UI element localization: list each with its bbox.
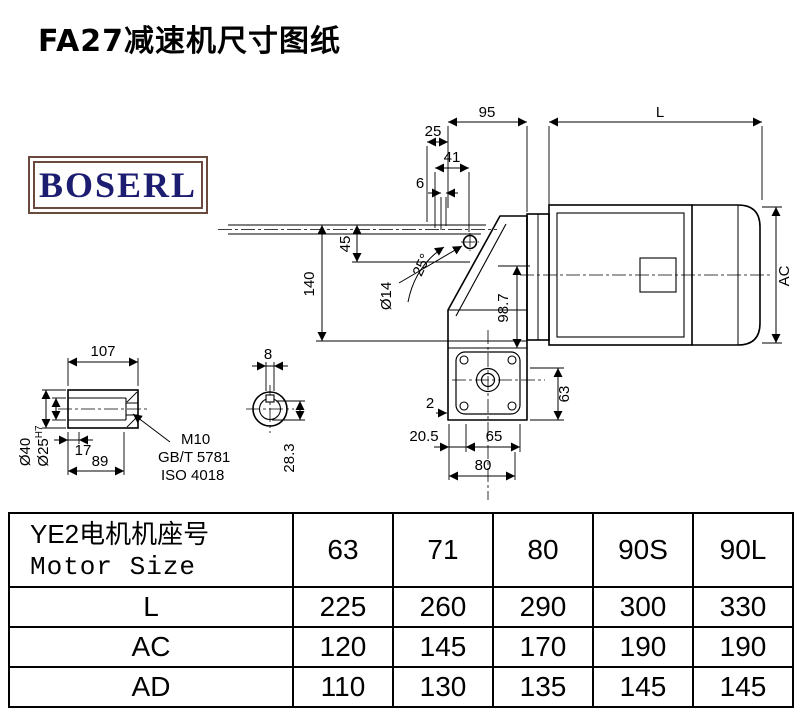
dim-98-7-label: 98.7 (495, 293, 512, 322)
table-cell: 145 (392, 626, 494, 668)
table-cell: 170 (492, 626, 594, 668)
row-label-AC: AC (8, 626, 294, 668)
dim-phi40-label: Ø40 (17, 438, 34, 466)
thread-spec-iso-label: ISO 4018 (161, 467, 224, 484)
mounting-hole (462, 234, 478, 250)
dim-89-label: 89 (92, 453, 109, 470)
dim-107-label: 107 (90, 343, 115, 360)
table-cell-frame-80: 80 (492, 512, 594, 588)
table-cell: 190 (592, 626, 694, 668)
dim-95-label: 95 (479, 104, 496, 121)
dim-6-label: 6 (416, 175, 424, 192)
motor-size-header-en: Motor Size (30, 552, 197, 582)
motor (526, 204, 761, 346)
gearbox-housing (228, 215, 528, 421)
nameplate (639, 257, 677, 293)
motor-size-header-cell: YE2电机机座号 Motor Size (8, 512, 294, 588)
dim-80-label: 80 (475, 457, 492, 474)
thread-hole (125, 402, 139, 416)
thread-spec-gbt-label: GB/T 5781 (158, 449, 230, 466)
dim-140-label: 140 (301, 271, 318, 296)
motor-size-header-cn: YE2电机机座号 (30, 519, 210, 549)
table-cell-frame-90S: 90S (592, 512, 694, 588)
output-shaft-bore (480, 372, 496, 388)
dim-phi25H7-label: Ø25H7 (34, 425, 52, 467)
table-cell: 120 (292, 626, 394, 668)
dim-8-label: 8 (264, 346, 272, 363)
table-cell: 145 (692, 666, 794, 708)
boserl-logo: BOSERL (28, 156, 208, 214)
table-header-row: YE2电机机座号 Motor Size 63 71 80 90S 90L (8, 512, 794, 588)
dim-25-label: 25 (425, 123, 442, 140)
page-title: FA27减速机尺寸图纸 (38, 24, 342, 59)
dim-20-5-label: 20.5 (409, 428, 438, 445)
table-cell: 290 (492, 586, 594, 628)
dim-45-label: 45 (337, 236, 354, 253)
dim-63-label: 63 (556, 386, 573, 403)
boserl-logo-text: BOSERL (33, 161, 203, 209)
table-cell-frame-90L: 90L (692, 512, 794, 588)
dim-28-3-label: 28.3 (281, 443, 298, 472)
table-row-AC: AC 120 145 170 190 190 (8, 626, 794, 668)
table-cell: 300 (592, 586, 694, 628)
row-label-AD: AD (8, 666, 294, 708)
dim-17-label: 17 (75, 442, 92, 459)
dim-2-label: 2 (426, 395, 434, 412)
hollow-shaft-detail (67, 389, 139, 429)
dim-angle-25deg-label: 25° (409, 251, 434, 279)
table-cell-frame-71: 71 (392, 512, 494, 588)
table-row-L: L 225 260 290 300 330 (8, 586, 794, 628)
table-cell: 190 (692, 626, 794, 668)
fan-cowl (692, 204, 761, 346)
table-row-AD: AD 110 130 135 145 145 (8, 666, 794, 708)
motor-size-table: YE2电机机座号 Motor Size 63 71 80 90S 90L L 2… (8, 512, 794, 708)
table-cell: 145 (592, 666, 694, 708)
dim-phi14-label: Ø14 (378, 282, 395, 310)
table-cell: 110 (292, 666, 394, 708)
table-cell: 130 (392, 666, 494, 708)
dim-L-label: L (656, 104, 664, 121)
table-cell: 225 (292, 586, 394, 628)
dim-AC-label: AC (776, 265, 793, 286)
motor-flange (526, 213, 550, 341)
output-flange (455, 351, 521, 415)
table-cell-frame-63: 63 (292, 512, 394, 588)
center-lines (58, 229, 772, 500)
motor-body (548, 204, 693, 346)
table-cell: 330 (692, 586, 794, 628)
table-cell: 135 (492, 666, 594, 708)
shaft-cross-section (252, 391, 288, 427)
table-cell: 260 (392, 586, 494, 628)
thread-spec-m10-label: M10 (181, 431, 210, 448)
dim-65-label: 65 (486, 428, 503, 445)
row-label-L: L (8, 586, 294, 628)
dim-41-label: 41 (444, 149, 461, 166)
keyway (265, 394, 275, 403)
